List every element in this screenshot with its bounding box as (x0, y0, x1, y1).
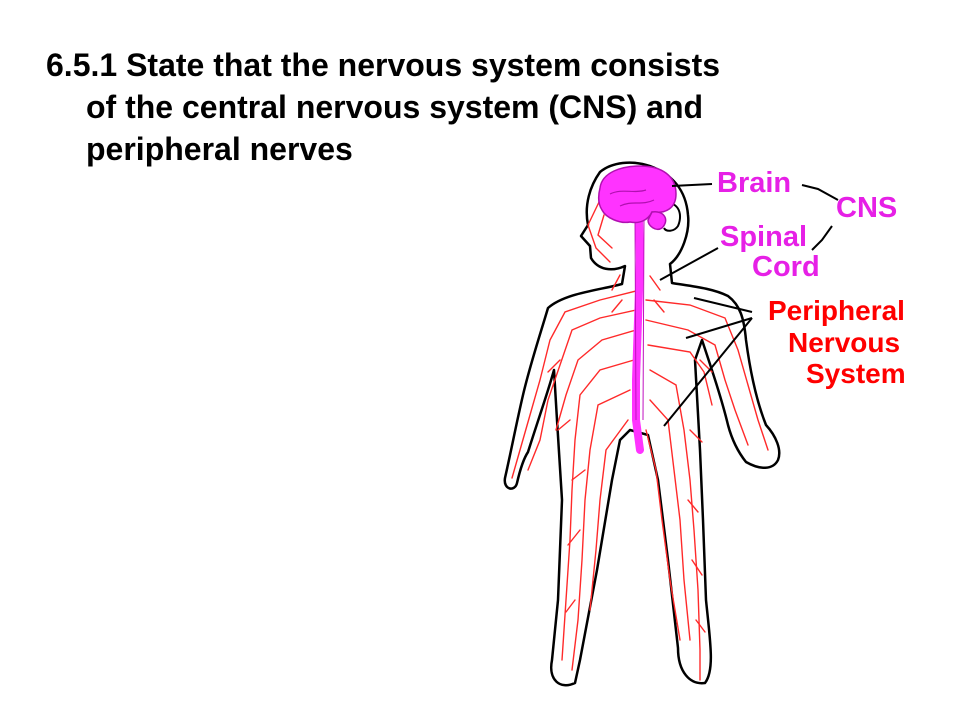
peripheral-nerves (511, 199, 769, 681)
body-outline (503, 161, 781, 687)
spinal-cord (632, 214, 645, 454)
title-line-3: peripheral nerves (86, 131, 353, 167)
brain-folds (609, 189, 655, 207)
cns-labels: Brain CNS Spinal Cord (717, 167, 897, 283)
nervous-label: Nervous (788, 327, 900, 358)
label-pointers (659, 183, 839, 427)
spinal-label: Spinal (720, 221, 807, 253)
cord-label: Cord (752, 251, 820, 283)
title-line-1: 6.5.1 State that the nervous system cons… (46, 47, 721, 83)
cerebellum (647, 211, 667, 231)
title-line-2: of the central nervous system (CNS) and (86, 89, 704, 125)
slide-title: 6.5.1 State that the nervous system cons… (46, 44, 926, 170)
spinal-cord-outline (634, 217, 645, 421)
peripheral-label: Peripheral (768, 295, 905, 326)
pns-labels: Peripheral Nervous System (768, 295, 906, 389)
cns-label: CNS (836, 192, 897, 224)
brain-label: Brain (717, 167, 791, 199)
system-label: System (806, 358, 906, 389)
